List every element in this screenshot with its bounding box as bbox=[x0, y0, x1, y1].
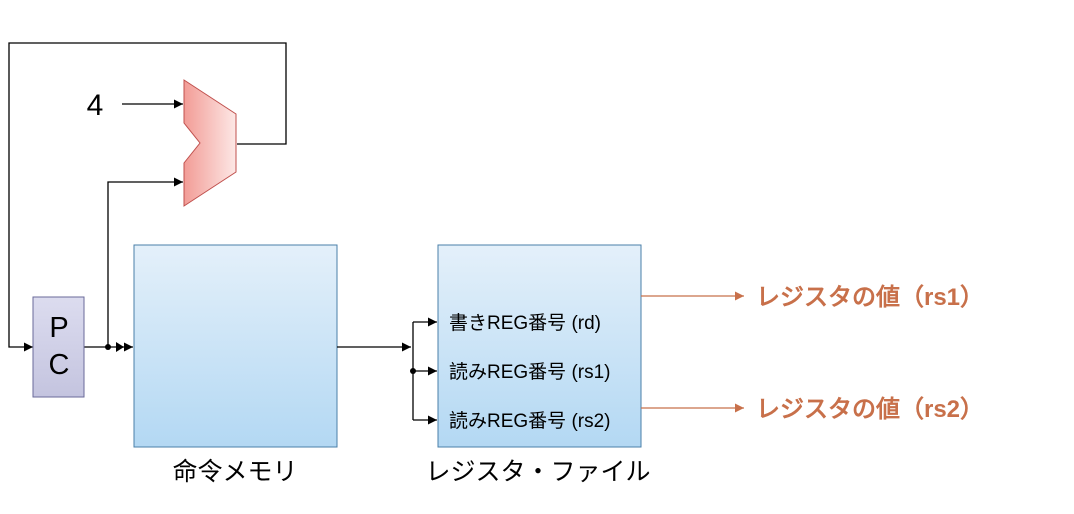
register-port-rd: 書きREG番号 (rd) bbox=[449, 312, 601, 334]
pc-label-line2: C bbox=[49, 349, 70, 381]
instruction-memory-caption: 命令メモリ bbox=[172, 458, 297, 486]
adder-constant-label: 4 bbox=[87, 89, 104, 122]
register-file-caption: レジスタ・ファイル bbox=[425, 458, 650, 486]
junction-dot bbox=[105, 344, 111, 350]
pc-feedback-wire bbox=[8, 42, 287, 352]
imem-input-arrow bbox=[116, 342, 124, 352]
register-port-rs1: 読みREG番号 (rs1) bbox=[449, 361, 611, 383]
pc-block bbox=[32, 296, 85, 398]
bus-junction-dot bbox=[410, 368, 416, 374]
rs1-value-label: レジスタの値（rs1） bbox=[756, 284, 984, 311]
instruction-memory-block bbox=[133, 244, 338, 448]
rs2-value-label: レジスタの値（rs2） bbox=[756, 396, 984, 423]
adder-block bbox=[183, 79, 237, 207]
pc-label-line1: P bbox=[49, 312, 68, 344]
pc-to-adder-wire bbox=[107, 177, 183, 347]
register-port-rs2: 読みREG番号 (rs2) bbox=[449, 410, 611, 432]
register-file-block bbox=[437, 244, 642, 448]
